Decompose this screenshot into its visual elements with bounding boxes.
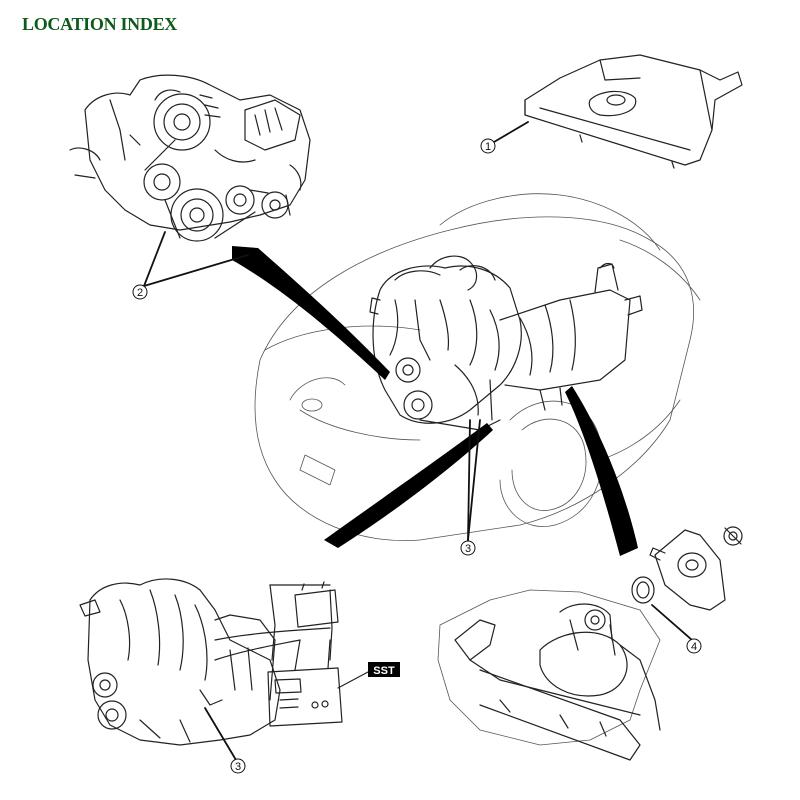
cover-panel-detail [524,54,743,169]
callout-1: 1 [480,138,496,154]
pointer-arrow-harness [324,423,493,548]
callout-leaders [143,121,693,761]
callout-4: 4 [686,638,702,654]
pointer-arrow-accessory-drive [232,246,390,380]
callout-2-label: 2 [137,287,143,299]
callout-3-bottom: 3 [230,758,246,774]
accessory-drive-detail [69,74,311,242]
callout-3-top-label: 3 [465,543,471,555]
pointer-arrows [232,246,638,556]
vehicle-outline [254,193,701,542]
rear-housing-seal-detail [437,526,743,761]
pointer-arrow-rear-housing [565,386,638,556]
callout-2: 2 [132,284,148,300]
bottom-engine-sst-detail [79,578,369,746]
callout-3-top: 3 [460,540,476,556]
center-engine-transmission [369,255,643,431]
callout-4-label: 4 [691,641,697,653]
sst-label: SST [373,665,395,677]
callout-3-bottom-label: 3 [235,761,241,773]
sst-tag: SST [368,662,400,677]
callout-1-label: 1 [485,141,491,153]
page-title: LOCATION INDEX [22,14,177,34]
